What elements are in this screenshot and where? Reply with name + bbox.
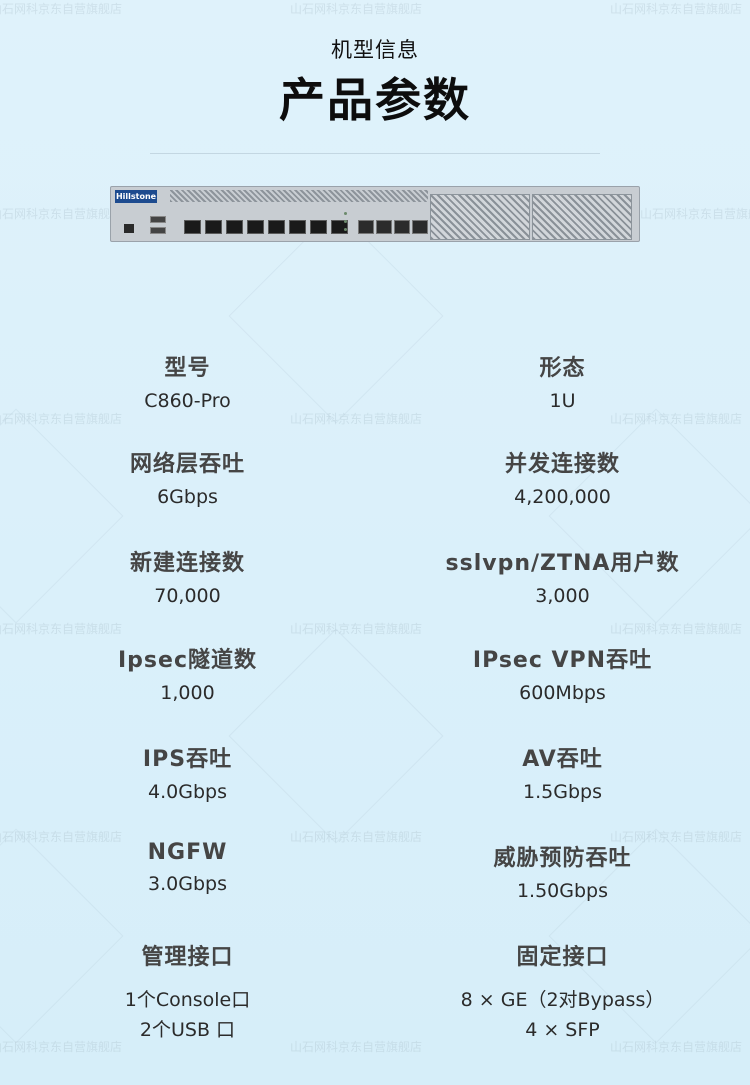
firewall-device-image: Hillstone	[110, 186, 640, 242]
spec-value: 4.0Gbps	[148, 781, 227, 803]
spec-label: AV吞吐	[522, 747, 603, 772]
watermark: 山石网科京东自营旗舰店	[290, 2, 423, 16]
expansion-slot-1	[430, 194, 530, 240]
spec-value-line: 4 × SFP	[525, 1019, 600, 1041]
sfp-port	[376, 220, 392, 234]
spec-value: 1.5Gbps	[523, 781, 602, 803]
watermark: 山石网科京东自营旗舰店	[640, 207, 750, 221]
device-vent-grill	[170, 190, 428, 202]
spec-label: 型号	[164, 356, 211, 381]
watermark: 山石网科京东自营旗舰店	[610, 622, 743, 636]
spec-value: 3.0Gbps	[148, 873, 227, 895]
status-led	[344, 212, 347, 215]
spec-item-ips-throughput: IPS吞吐 4.0Gbps	[0, 741, 375, 803]
spec-item-ngfw: NGFW 3.0Gbps	[0, 840, 375, 895]
spec-item-form-factor: 形态 1U	[375, 350, 750, 412]
spec-item-new-connections: 新建连接数 70,000	[0, 545, 375, 607]
spec-label: 并发连接数	[504, 452, 620, 477]
ge-port	[205, 220, 222, 234]
spec-label: 网络层吞吐	[129, 452, 245, 477]
ge-port	[331, 220, 348, 234]
watermark: 山石网科京东自营旗舰店	[290, 412, 423, 426]
status-led	[344, 220, 347, 223]
ge-port	[247, 220, 264, 234]
spec-value: 1.50Gbps	[516, 880, 609, 902]
spec-value: 600Mbps	[519, 682, 606, 704]
spec-value: C860-Pro	[144, 390, 231, 412]
spec-value: 8 × GE（2对Bypass） 4 × SFP	[375, 985, 750, 1045]
divider	[150, 153, 600, 154]
spec-value: 1,000	[160, 682, 215, 704]
spec-value-line: 2个USB 口	[139, 1019, 236, 1041]
spec-value: 1个Console口 2个USB 口	[0, 985, 375, 1045]
sfp-port	[412, 220, 428, 234]
brand-logo: Hillstone	[115, 190, 157, 203]
spec-label: Ipsec隧道数	[118, 648, 257, 673]
spec-item-sslvpn-users: sslvpn/ZTNA用户数 3,000	[375, 545, 750, 607]
spec-label: 形态	[539, 356, 586, 381]
spec-label: 新建连接数	[129, 551, 245, 576]
spec-label: IPS吞吐	[142, 747, 233, 772]
ge-port	[268, 220, 285, 234]
section-subtitle: 机型信息	[331, 38, 419, 62]
spec-label: 威胁预防吞吐	[493, 846, 632, 871]
spec-item-av-throughput: AV吞吐 1.5Gbps	[375, 741, 750, 803]
watermark: 山石网科京东自营旗舰店	[0, 622, 123, 636]
spec-value: 4,200,000	[514, 486, 611, 508]
watermark: 山石网科京东自营旗舰店	[0, 207, 123, 221]
spec-label: NGFW	[147, 840, 228, 865]
watermark: 山石网科京东自营旗舰店	[610, 412, 743, 426]
spec-item-management-interfaces: 管理接口 1个Console口 2个USB 口	[0, 939, 375, 1045]
page-title: 产品参数	[279, 73, 471, 127]
ge-port	[310, 220, 327, 234]
spec-item-concurrent-connections: 并发连接数 4,200,000	[375, 446, 750, 508]
sfp-port	[394, 220, 410, 234]
spec-value: 6Gbps	[157, 486, 218, 508]
spec-value: 3,000	[535, 585, 590, 607]
spec-item-ipsec-vpn-throughput: IPsec VPN吞吐 600Mbps	[375, 642, 750, 704]
spec-label: 管理接口	[141, 945, 234, 970]
ge-port	[184, 220, 201, 234]
spec-label: sslvpn/ZTNA用户数	[445, 551, 680, 576]
spec-value: 1U	[549, 390, 576, 412]
spec-value-line: 8 × GE（2对Bypass）	[460, 989, 665, 1011]
spec-item-threat-prevention: 威胁预防吞吐 1.50Gbps	[375, 840, 750, 902]
usb-port	[150, 227, 166, 234]
watermark: 山石网科京东自营旗舰店	[290, 622, 423, 636]
sfp-port	[358, 220, 374, 234]
watermark: 山石网科京东自营旗舰店	[0, 2, 123, 16]
spec-item-model: 型号 C860-Pro	[0, 350, 375, 412]
spec-value-line: 1个Console口	[124, 989, 251, 1011]
ge-port	[289, 220, 306, 234]
console-port	[124, 224, 134, 233]
spec-value: 70,000	[154, 585, 221, 607]
usb-port	[150, 216, 166, 223]
expansion-slot-2	[532, 194, 632, 240]
spec-label: IPsec VPN吞吐	[472, 648, 653, 673]
watermark: 山石网科京东自营旗舰店	[610, 2, 743, 16]
status-led	[344, 228, 347, 231]
ge-port	[226, 220, 243, 234]
spec-item-network-throughput: 网络层吞吐 6Gbps	[0, 446, 375, 508]
watermark: 山石网科京东自营旗舰店	[0, 412, 123, 426]
spec-label: 固定接口	[516, 945, 609, 970]
spec-item-fixed-interfaces: 固定接口 8 × GE（2对Bypass） 4 × SFP	[375, 939, 750, 1045]
spec-item-ipsec-tunnels: Ipsec隧道数 1,000	[0, 642, 375, 704]
